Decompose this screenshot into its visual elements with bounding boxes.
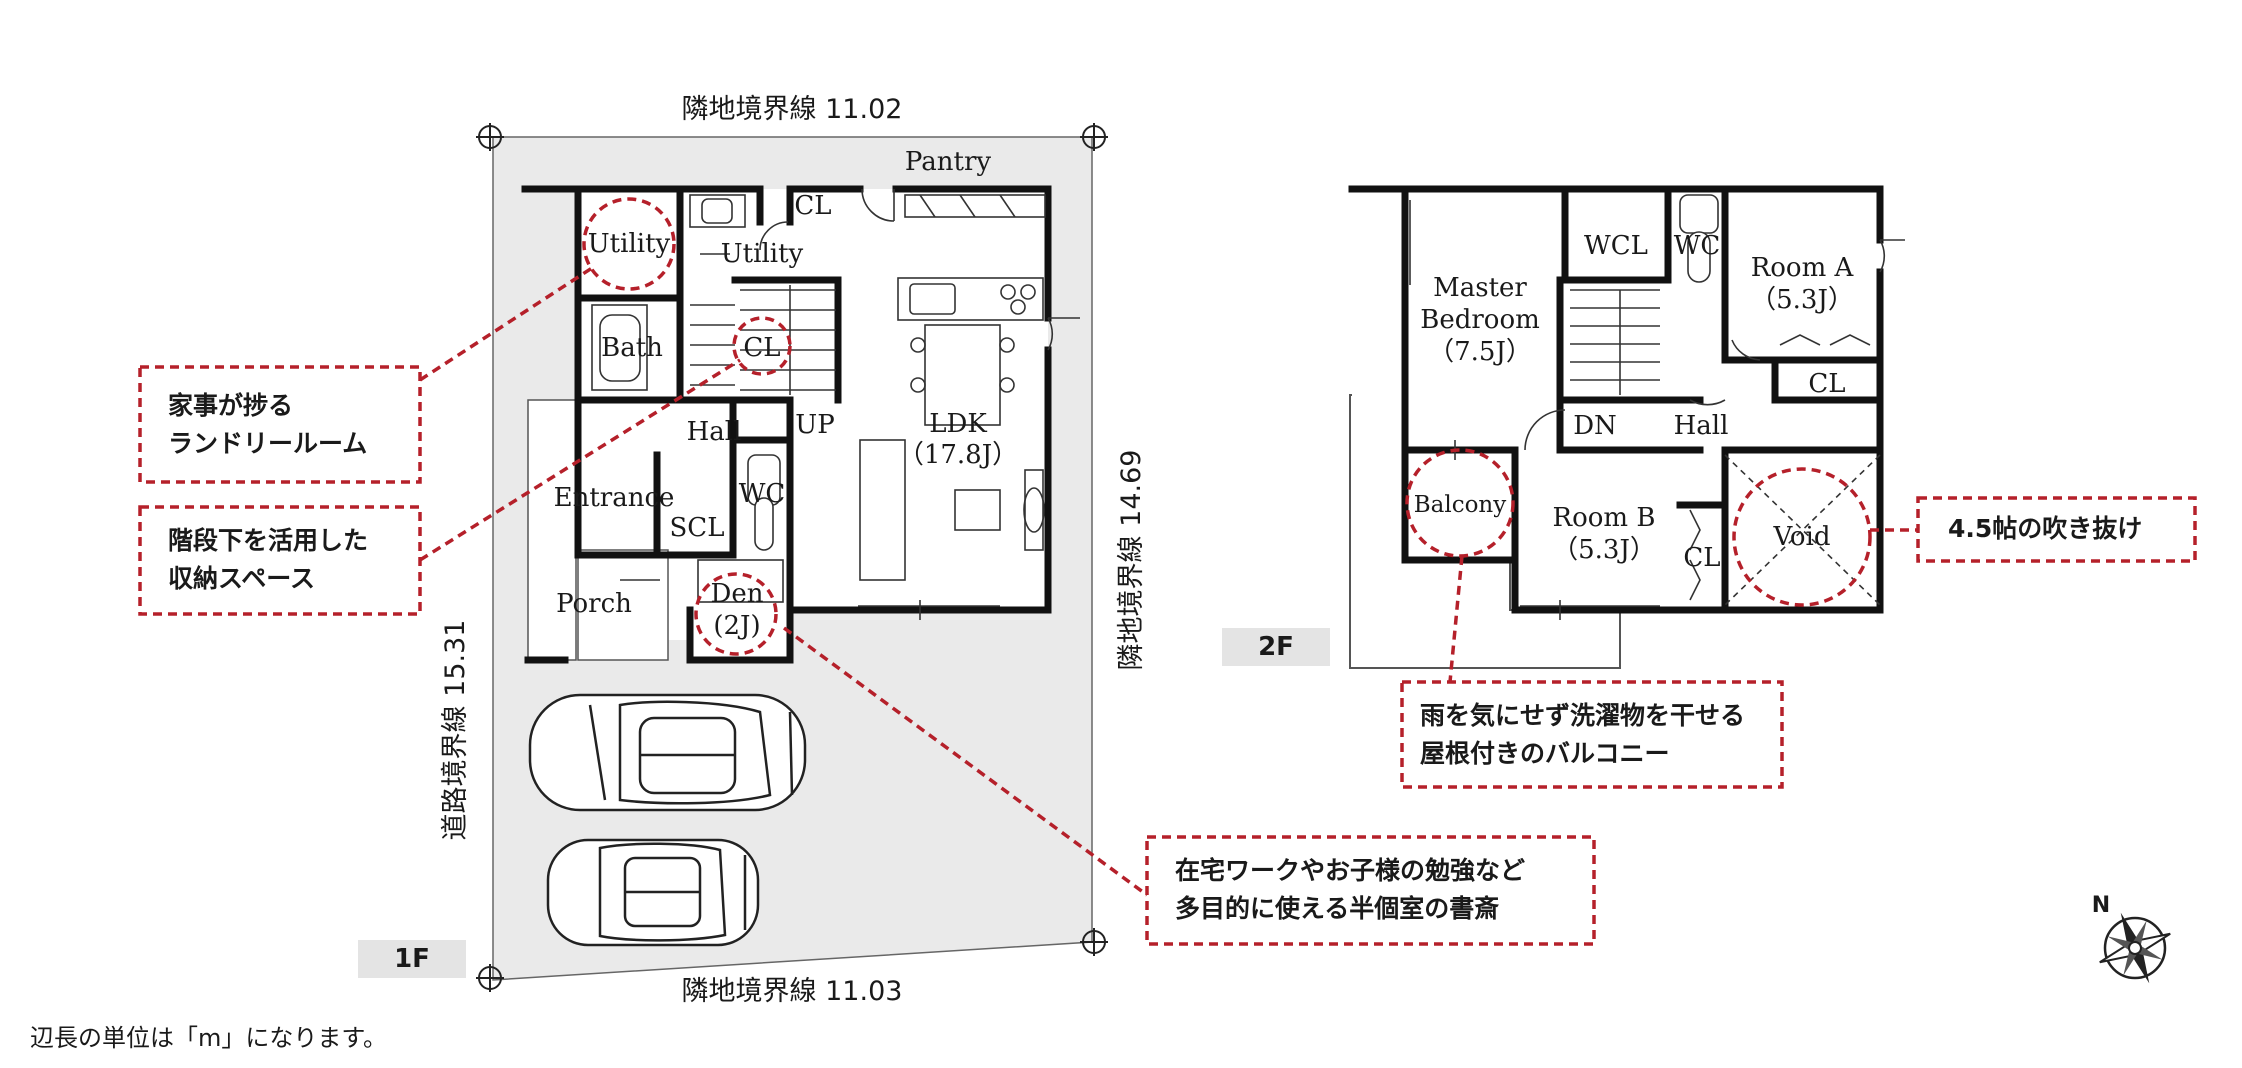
label-void: Void xyxy=(1772,522,1830,552)
compass-north-label: N xyxy=(2092,893,2110,918)
callout-study-line1: 在宅ワークやお子様の勉強など xyxy=(1175,856,1526,885)
boundary-top-label: 隣地境界線 11.02 xyxy=(682,94,903,125)
floor-tag-2f: 2F xyxy=(1222,628,1330,666)
label-up: UP xyxy=(795,410,834,440)
callout-storage-line1: 階段下を活用した xyxy=(168,526,369,555)
walls-2f xyxy=(1348,185,1884,614)
callout-void-line1: 4.5帖の吹き抜け xyxy=(1948,514,2143,543)
label-porch: Porch xyxy=(556,589,632,619)
callout-study-line2: 多目的に使える半個室の書斎 xyxy=(1175,894,1500,923)
callout-markers xyxy=(138,197,2197,946)
callout-storage-line2: 収納スペース xyxy=(168,564,316,593)
label-ldk-size: （17.8J） xyxy=(898,440,1018,470)
label-room-a-size: （5.3J） xyxy=(1750,285,1854,315)
label-cl-stair: CL xyxy=(743,333,780,363)
label-utility-right: Utility xyxy=(721,239,804,269)
label-wc-1f: WC xyxy=(739,479,786,509)
callout-void: 4.5帖の吹き抜け xyxy=(1948,510,2142,548)
label-wc-2f: WC xyxy=(1674,231,1721,261)
label-dn: DN xyxy=(1573,411,1617,441)
walls-1f xyxy=(521,185,1052,664)
site-corner-markers xyxy=(476,123,1108,992)
label-master-size: （7.5J） xyxy=(1428,337,1532,367)
label-room-a: Room A xyxy=(1751,253,1855,283)
car-small xyxy=(546,838,760,947)
room-labels-2f: Master Bedroom （7.5J） WCL WC Room A （5.3… xyxy=(1414,231,1855,573)
callout-storage: 階段下を活用した 収納スペース xyxy=(168,522,368,598)
boundary-bottom-label: 隣地境界線 11.03 xyxy=(682,976,903,1007)
label-cl-a: CL xyxy=(1808,369,1845,399)
label-room-b: Room B xyxy=(1553,503,1656,533)
label-bath: Bath xyxy=(601,333,663,363)
label-utility-left: Utility xyxy=(588,229,671,259)
label-den: Den xyxy=(711,579,764,609)
callout-laundry-line2: ランドリールーム xyxy=(168,429,368,458)
callout-study: 在宅ワークやお子様の勉強など 多目的に使える半個室の書斎 xyxy=(1175,852,1525,928)
label-wcl: WCL xyxy=(1584,231,1648,261)
car-large xyxy=(528,693,807,812)
label-entrance: Entrance xyxy=(554,483,675,513)
callout-balcony: 雨を気にせず洗濯物を干せる 屋根付きのバルコニー xyxy=(1420,697,1745,773)
label-master-1: Master xyxy=(1433,273,1527,303)
unit-note: 辺長の単位は「m」になります。 xyxy=(30,1024,387,1052)
label-master-2: Bedroom xyxy=(1420,305,1540,335)
callout-laundry-line1: 家事が捗る xyxy=(168,391,294,420)
room-labels-1f: Pantry CL Utility Utility Bath CL Hall U… xyxy=(554,147,1019,641)
compass-icon xyxy=(2099,912,2171,984)
boundary-left-label: 道路境界線 15.31 xyxy=(440,620,471,841)
label-hall-2f: Hall xyxy=(1674,411,1729,441)
label-cl-b: CL xyxy=(1683,543,1720,573)
porch-step xyxy=(577,549,669,661)
label-scl: SCL xyxy=(670,513,725,543)
label-pantry: Pantry xyxy=(905,147,991,177)
label-den-size: (2J) xyxy=(713,611,760,641)
callout-laundry: 家事が捗る ランドリールーム xyxy=(168,387,367,463)
label-balcony: Balcony xyxy=(1414,492,1507,518)
callout-balcony-line2: 屋根付きのバルコニー xyxy=(1420,739,1670,768)
label-ldk: LDK xyxy=(929,409,987,439)
fixtures-1f xyxy=(591,188,1080,620)
callout-balcony-line1: 雨を気にせず洗濯物を干せる xyxy=(1420,701,1746,730)
label-cl-top: CL xyxy=(794,191,831,221)
floor-tag-1f: 1F xyxy=(358,940,466,978)
porch-area xyxy=(527,399,577,661)
label-room-b-size: （5.3J） xyxy=(1552,535,1656,565)
label-hall-1f: Hall xyxy=(687,417,742,447)
boundary-right-label: 隣地境界線 14.69 xyxy=(1116,450,1147,671)
